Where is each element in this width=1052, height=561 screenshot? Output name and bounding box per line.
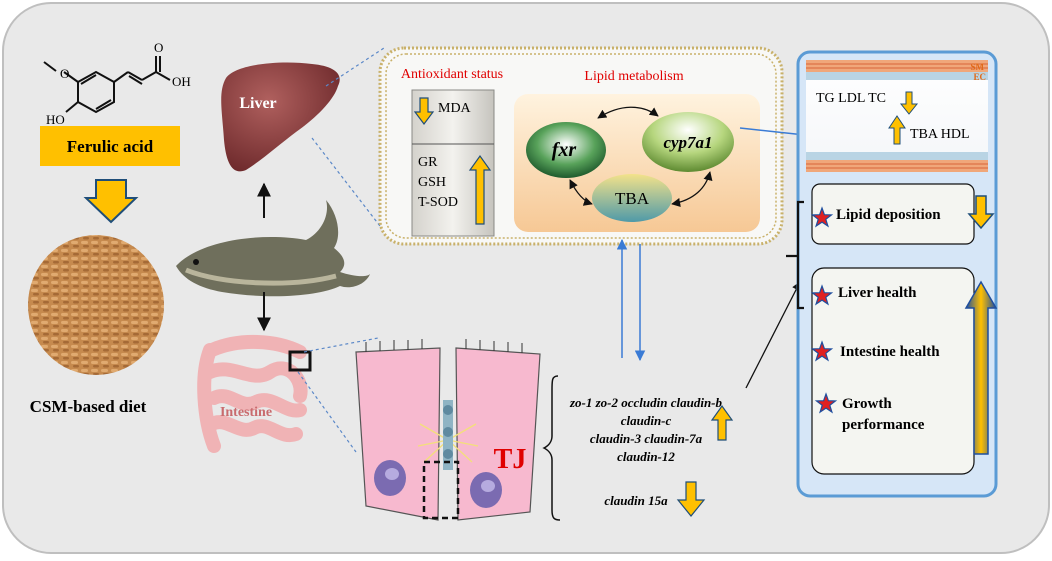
tba-up-arrow-icon [888,115,906,145]
liver-health-label: Liver health [838,285,917,301]
lipid-deposition-label: Lipid deposition [836,207,941,223]
intestine-health-label: Intestine health [840,344,940,360]
tba-node [592,174,672,222]
lipid-deposition-down-arrow-icon [967,195,995,230]
acid-oh-label: OH [172,74,191,89]
tg-ldl-tc-label: TG LDL TC [816,91,886,106]
ferulic-acid-structure [43,56,171,114]
growth-label-line-1: Growth [842,396,892,412]
epithelial-cells-image [355,339,541,521]
gr-label: GR [418,155,438,170]
sm-label: SM [971,62,985,72]
intestine-label: Intestine [220,405,272,420]
arrow-genes-to-outcomes [745,281,801,389]
fxr-node [526,122,606,178]
tsod-label: T-SOD [418,195,458,210]
intestine-health-star-icon [810,340,834,362]
liver-health-star-icon [810,284,834,306]
diet-label: CSM-based diet [30,397,147,416]
tba-node-label: TBA [615,189,650,208]
gene-up-line-1: zo-1 zo-2 occludin claudin-b [569,395,723,410]
gene-up-line-2: claudin-c [621,413,672,428]
tba-hdl-label: TBA HDL [910,127,970,142]
lipid-title: Lipid metabolism [584,69,683,84]
antioxidant-up-arrow-icon [468,154,492,225]
mda-down-arrow-icon [413,97,435,125]
liver-label: Liver [239,95,276,112]
health-up-arrow-icon [964,280,998,455]
zoom-lines [297,47,385,453]
down-arrow-icon [83,179,139,224]
antioxidant-title: Antioxidant status [401,67,503,82]
ec-label: EC [973,72,986,82]
tj-label: TJ [494,444,527,475]
carbonyl-label: O [154,40,163,55]
intestine-image [197,335,308,453]
gene-down-arrow-icon [676,481,706,517]
gene-list-bracket [542,375,561,521]
lipid-deposition-star-icon [810,206,834,228]
tg-down-arrow-icon [899,91,919,115]
intestine-zoom-box [288,350,312,372]
ferulic-acid-box [40,126,180,166]
fish-image [176,200,370,297]
methoxy-label: O [60,66,69,81]
cyp7a1-label: cyp7a1 [663,133,712,152]
gene-up-line-3: claudin-3 claudin-7a [590,431,703,446]
cyp7a1-node [642,112,734,172]
growth-star-icon [814,392,838,414]
mda-label: MDA [438,101,472,116]
liver-image [221,62,340,172]
gene-down-label: claudin 15a [604,493,668,508]
outcomes-bracket [786,200,804,310]
hydroxyl-label: HO [46,112,65,127]
genes-up-arrow-icon [710,404,734,441]
cycle-arrows [569,106,713,208]
gsh-label: GSH [418,175,446,190]
growth-label-line-2: performance [842,417,925,433]
fxr-label: fxr [552,139,577,161]
ferulic-acid-label: Ferulic acid [67,137,154,156]
feed-pellets-image [28,235,164,375]
gene-up-line-4: claudin-12 [617,449,675,464]
